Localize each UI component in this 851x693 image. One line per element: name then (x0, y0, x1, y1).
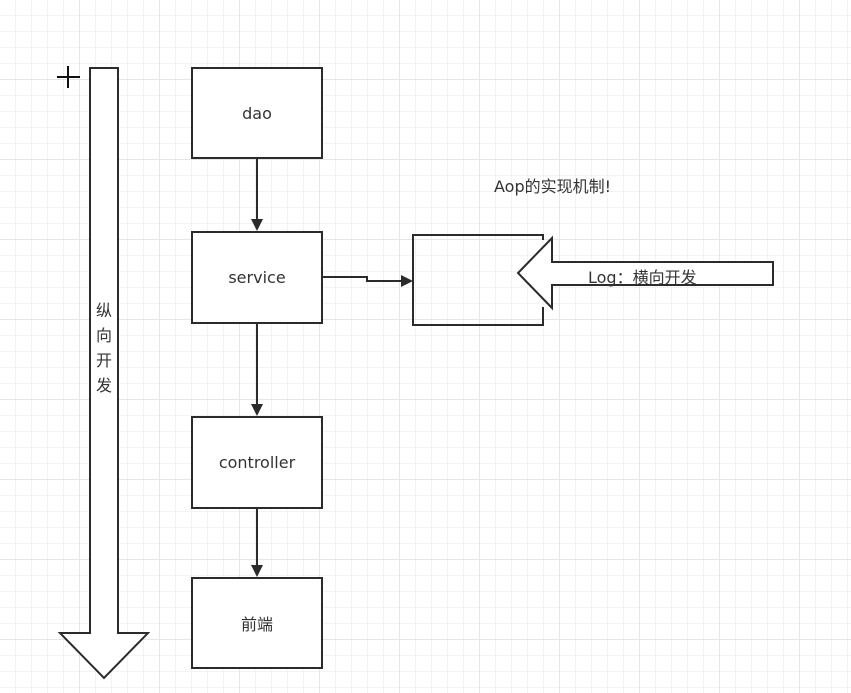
controller-label: controller (218, 453, 296, 472)
aop-box-right-edge-top (542, 234, 544, 240)
controller-node: controller (191, 416, 323, 509)
vertical-development-arrow (57, 67, 151, 680)
frontend-label: 前端 (240, 615, 273, 634)
vertical-development-label: 纵向开发 (95, 301, 112, 395)
service-node: service (191, 231, 323, 324)
crosshair-cursor-icon (57, 66, 80, 88)
service-label: service (228, 268, 286, 287)
arrow-service-to-aop (322, 275, 413, 287)
dao-node: dao (191, 67, 323, 159)
aop-box (412, 234, 544, 326)
log-horizontal-label: Log：横向开发 (588, 268, 697, 287)
horizontal-log-arrow (516, 235, 774, 311)
aop-box-right-edge-bottom (542, 307, 544, 326)
dao-label: dao (242, 103, 272, 123)
aop-title: Aop的实现机制! (494, 177, 612, 196)
frontend-node: 前端 (191, 577, 323, 669)
